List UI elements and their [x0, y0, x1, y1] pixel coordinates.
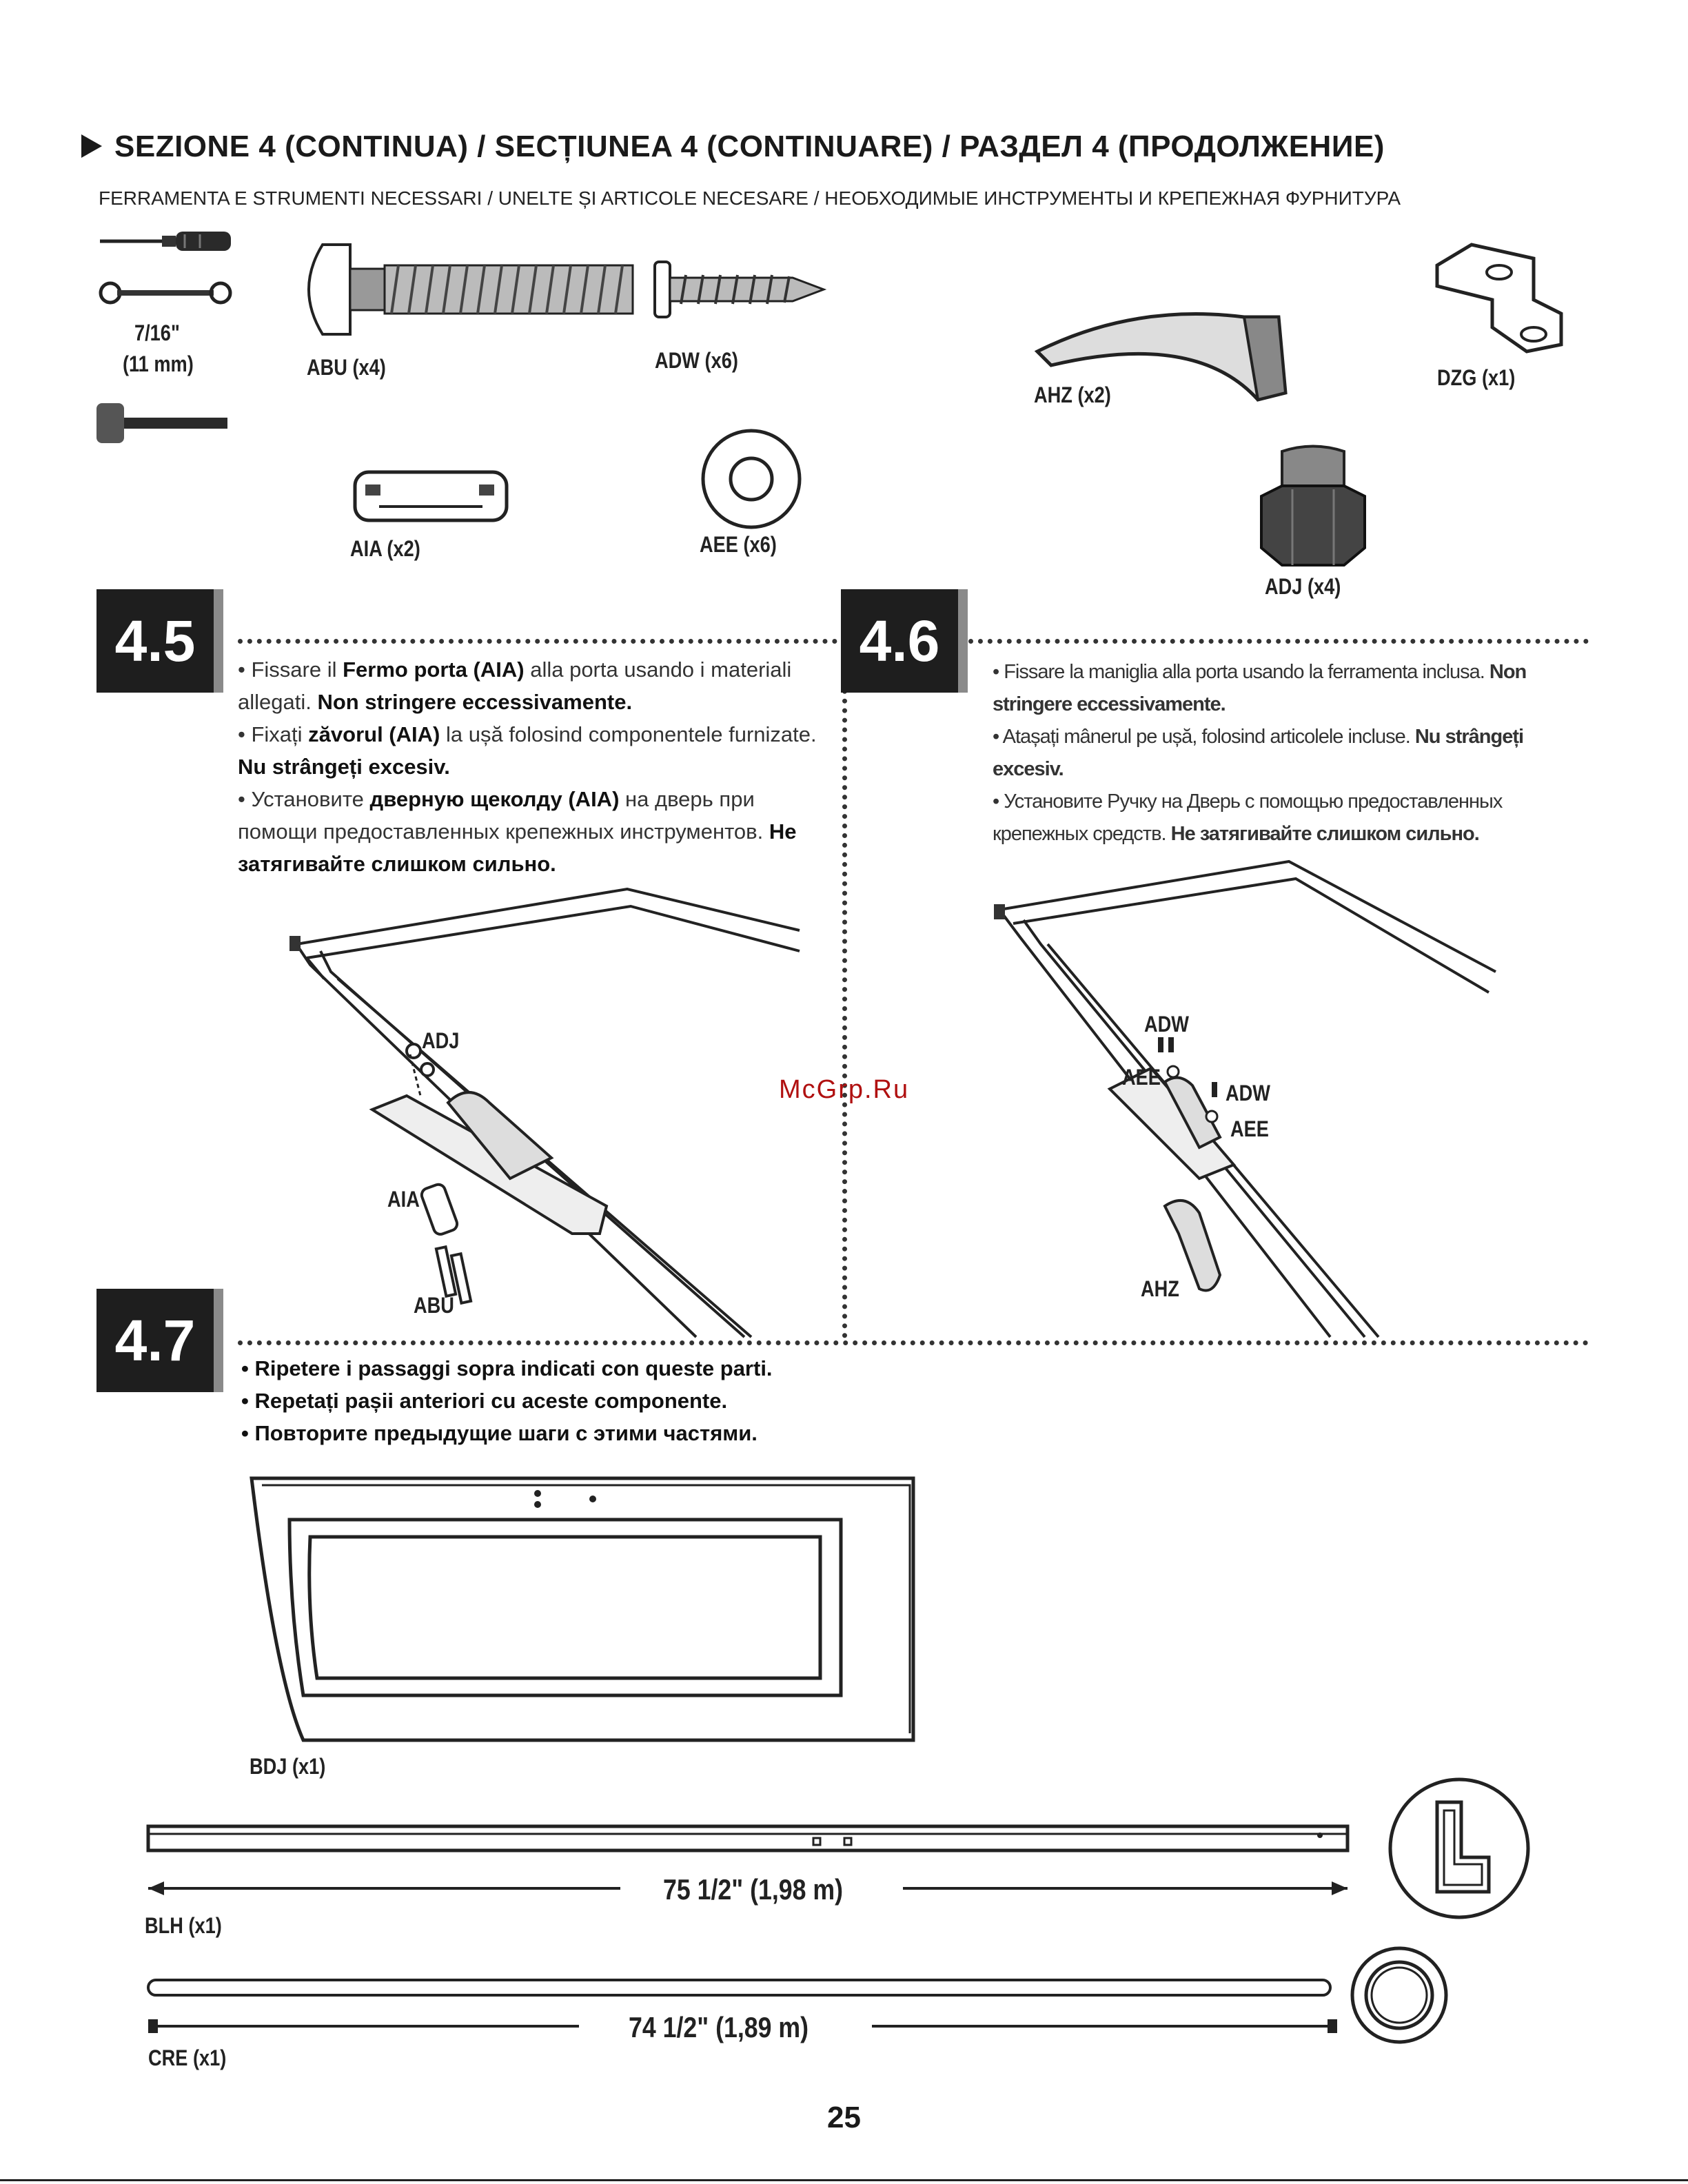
- aia-latch-icon: [353, 470, 509, 522]
- instruction-it: • Fissare il Fermo porta (AIA) alla port…: [238, 657, 792, 714]
- aia-label: AIA (x2): [350, 536, 420, 561]
- wrench-icon: [99, 281, 232, 305]
- adw-label: ADW (x6): [655, 348, 738, 373]
- instruction-it: • Ripetere i passaggi sopra indicati con…: [241, 1356, 773, 1380]
- bdj-label: BDJ (x1): [250, 1754, 326, 1779]
- divider-dotted: [238, 1340, 1589, 1345]
- instruction-ro: • Fixați zăvorul (AIA) la ușă folosind c…: [238, 722, 817, 779]
- screwdriver-icon: [100, 232, 231, 251]
- callout-ahz: AHZ: [1141, 1276, 1179, 1301]
- adj-label: ADJ (x4): [1265, 574, 1341, 599]
- bdj-door-panel-icon: [250, 1476, 915, 1742]
- callout-aee: AEE: [1122, 1065, 1161, 1090]
- ahz-label: AHZ (x2): [1034, 382, 1111, 407]
- wrench-metric: (11 mm): [123, 351, 194, 376]
- instruction-ru: • Повторите предыдущие шаги с этими част…: [241, 1421, 757, 1445]
- cre-rod-icon: [147, 1979, 1332, 1997]
- step-4-6-instructions: • Fissare la maniglia alla porta usando …: [993, 656, 1592, 850]
- blh-profile-icon: [1388, 1777, 1530, 1919]
- step-4-5-illustration: [289, 887, 800, 1338]
- callout-aee: AEE: [1230, 1116, 1269, 1141]
- cre-label: CRE (x1): [148, 2045, 227, 2070]
- aee-washer-icon: [701, 429, 802, 529]
- callout-adj: ADJ: [422, 1028, 460, 1053]
- callout-adw: ADW: [1144, 1012, 1189, 1037]
- ahz-handle-icon: [1034, 312, 1288, 402]
- step-4-6-illustration: [994, 859, 1496, 1338]
- blh-rail-icon: [146, 1824, 1350, 1853]
- dzg-bracket-icon: [1435, 243, 1563, 354]
- callout-aia: AIA: [387, 1187, 420, 1212]
- section-title-text: SEZIONE 4 (CONTINUA) / SECȚIUNEA 4 (CONT…: [114, 130, 1385, 163]
- section-title: SEZIONE 4 (CONTINUA) / SECȚIUNEA 4 (CONT…: [81, 130, 1385, 164]
- step-4-5-badge: 4.5: [96, 589, 214, 693]
- callout-abu: ABU: [414, 1293, 454, 1318]
- step-4-7-badge: 4.7: [96, 1289, 214, 1392]
- instruction-ro: • Repetați pașii anteriori cu aceste com…: [241, 1389, 728, 1413]
- page-number: 25: [827, 2101, 861, 2134]
- watermark: McGrp.Ru: [779, 1075, 910, 1104]
- mallet-icon: [96, 403, 227, 443]
- wrench-size: 7/16": [134, 320, 180, 345]
- page-bottom-rule: [0, 2179, 1688, 2181]
- adj-cap-nut-icon: [1260, 445, 1366, 567]
- instruction-it: • Fissare la maniglia alla porta usando …: [993, 661, 1527, 715]
- step-4-5-instructions: • Fissare il Fermo porta (AIA) alla port…: [238, 653, 820, 880]
- abu-carriage-bolt-icon: [307, 243, 634, 336]
- blh-dimension-arrow: [148, 1881, 1348, 1895]
- instruction-ru: • Установите Ручку на Дверь с помощью пр…: [993, 790, 1503, 845]
- cre-profile-icon: [1350, 1946, 1448, 2044]
- divider-dotted-vertical: [842, 641, 847, 1338]
- blh-label: BLH (x1): [145, 1913, 222, 1938]
- section-subtitle: FERRAMENTA E STRUMENTI NECESSARI / UNELT…: [99, 187, 1401, 209]
- step-4-6-badge: 4.6: [841, 589, 958, 693]
- cre-dimension-arrow: [148, 2019, 1337, 2033]
- blh-length: 75 1/2" (1,98 m): [663, 1873, 844, 1906]
- divider-dotted: [968, 639, 1589, 644]
- step-4-7-instructions: • Ripetere i passaggi sopra indicati con…: [241, 1352, 1068, 1449]
- callout-adw: ADW: [1226, 1081, 1270, 1105]
- instruction-ru: • Установите дверную щеколду (AIA) на дв…: [238, 787, 797, 876]
- instruction-ro: • Atașați mânerul pe ușă, folosind artic…: [993, 726, 1524, 780]
- aee-label: AEE (x6): [700, 532, 777, 557]
- divider-dotted: [238, 639, 837, 644]
- cre-length: 74 1/2" (1,89 m): [629, 2011, 809, 2043]
- adw-screw-icon: [653, 261, 827, 318]
- dzg-label: DZG (x1): [1437, 365, 1516, 390]
- abu-label: ABU (x4): [307, 355, 386, 380]
- arrow-right-icon: [81, 134, 102, 158]
